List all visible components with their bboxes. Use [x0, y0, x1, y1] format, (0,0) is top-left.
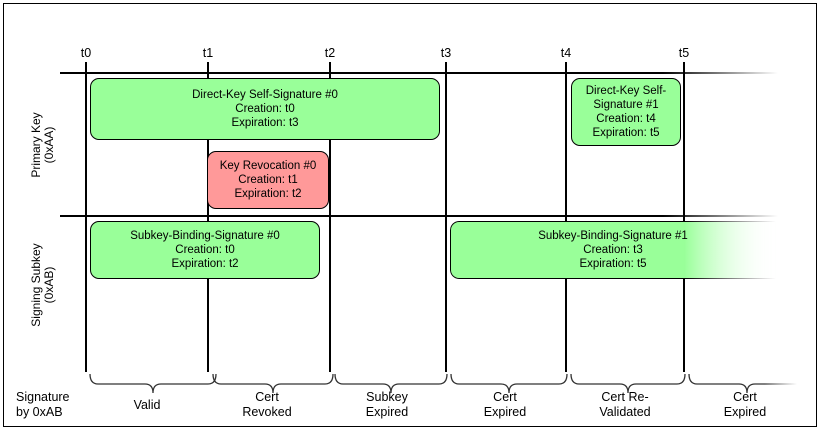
diagram-border: [3, 3, 817, 427]
legend-label-subkey-expired-line1: Subkey: [366, 390, 408, 404]
box-direct-key-self-signature-1-title-line1: Direct-Key Self-: [585, 85, 667, 97]
box-direct-key-self-signature-1-creation: Creation: t4: [596, 113, 656, 125]
signing-subkey-timeline-axis: [60, 215, 778, 217]
box-subkey-binding-signature-1-title: Subkey-Binding-Signature #1: [538, 230, 688, 242]
legend-label-subkey-expired-line2: Expired: [365, 405, 409, 419]
brace-cert-revoked: [212, 373, 334, 394]
legend-caption-line1: Signature: [16, 390, 70, 404]
box-key-revocation-0-creation: Creation: t1: [238, 174, 298, 186]
row-label-signing-subkey-line2: (0xAB): [42, 266, 56, 304]
row-label-signing-subkey: Signing Subkey (0xAB): [29, 225, 56, 345]
tick-label-t3: t3: [440, 46, 452, 60]
legend-caption-line2: by 0xAB: [16, 405, 63, 419]
box-direct-key-self-signature-1[interactable]: Direct-Key Self- Signature #1 Creation: …: [571, 78, 681, 146]
legend-label-cert-revalidated-line1: Cert Re-: [601, 390, 649, 404]
tick-line-t5: [683, 62, 685, 372]
legend-label-valid-line1: Valid: [133, 398, 161, 412]
box-subkey-binding-signature-0-expiration: Expiration: t2: [171, 258, 239, 270]
legend-label-cert-revoked-line1: Cert: [255, 390, 279, 404]
legend-label-cert-expired-1: Cert Expired: [484, 390, 526, 420]
tick-label-t5: t5: [678, 46, 690, 60]
tick-label-t0: t0: [80, 46, 92, 60]
tick-label-t2: t2: [324, 46, 336, 60]
box-key-revocation-0-expiration: Expiration: t2: [234, 188, 302, 200]
legend-label-cert-expired-2-line1: Cert: [733, 390, 757, 404]
legend-label-cert-expired-1-line1: Cert: [493, 390, 517, 404]
box-subkey-binding-signature-0[interactable]: Subkey-Binding-Signature #0 Creation: t0…: [90, 221, 320, 279]
box-subkey-binding-signature-1-creation: Creation: t3: [583, 244, 643, 256]
tick-label-t4: t4: [560, 46, 572, 60]
box-subkey-binding-signature-1[interactable]: Subkey-Binding-Signature #1 Creation: t3…: [450, 221, 776, 279]
box-direct-key-self-signature-1-expiration: Expiration: t5: [592, 127, 660, 139]
legend-label-cert-expired-1-line2: Expired: [483, 405, 527, 419]
legend-braces: [89, 373, 797, 394]
box-key-revocation-0-title: Key Revocation #0: [219, 160, 317, 172]
row-label-signing-subkey-line1: Signing Subkey: [29, 243, 43, 327]
legend-label-cert-revalidated-line2: Validated: [599, 405, 651, 419]
box-direct-key-self-signature-0-expiration: Expiration: t3: [231, 117, 299, 129]
legend-label-cert-revoked-line2: Revoked: [242, 405, 292, 419]
tick-label-t1: t1: [202, 46, 214, 60]
box-direct-key-self-signature-0[interactable]: Direct-Key Self-Signature #0 Creation: t…: [90, 78, 440, 140]
row-label-primary-key-line2: (0xAA): [42, 126, 56, 164]
legend-label-valid: Valid: [134, 398, 161, 413]
legend-caption: Signature by 0xAB: [16, 390, 70, 420]
brace-subkey-expired: [334, 373, 448, 394]
tick-line-t3: [445, 62, 447, 372]
brace-cert-expired-1: [450, 373, 568, 394]
tick-line-t4: [565, 62, 567, 372]
tick-line-t2: [329, 62, 331, 372]
legend-label-cert-expired-2: Cert Expired: [724, 390, 766, 420]
box-subkey-binding-signature-1-expiration: Expiration: t5: [579, 258, 647, 270]
tick-line-t0: [85, 62, 87, 372]
legend-label-cert-revalidated: Cert Re- Validated: [599, 390, 650, 420]
brace-cert-revalidated: [570, 373, 686, 394]
brace-cert-expired-2: [688, 373, 797, 394]
box-key-revocation-0[interactable]: Key Revocation #0 Creation: t1 Expiratio…: [207, 151, 329, 209]
box-direct-key-self-signature-1-title-line2: Signature #1: [593, 99, 659, 111]
row-label-primary-key-line1: Primary Key: [29, 112, 43, 178]
legend-label-subkey-expired: Subkey Expired: [366, 390, 408, 420]
legend-label-cert-expired-2-line2: Expired: [723, 405, 767, 419]
legend-label-cert-revoked: Cert Revoked: [242, 390, 291, 420]
row-label-primary-key: Primary Key (0xAA): [29, 90, 56, 200]
primary-key-timeline-axis: [60, 72, 778, 74]
box-direct-key-self-signature-0-title: Direct-Key Self-Signature #0: [192, 89, 338, 101]
brace-valid: [89, 373, 217, 394]
tick-line-t1: [207, 62, 209, 372]
box-direct-key-self-signature-0-creation: Creation: t0: [235, 103, 295, 115]
box-subkey-binding-signature-0-title: Subkey-Binding-Signature #0: [130, 230, 280, 242]
box-subkey-binding-signature-0-creation: Creation: t0: [175, 244, 235, 256]
